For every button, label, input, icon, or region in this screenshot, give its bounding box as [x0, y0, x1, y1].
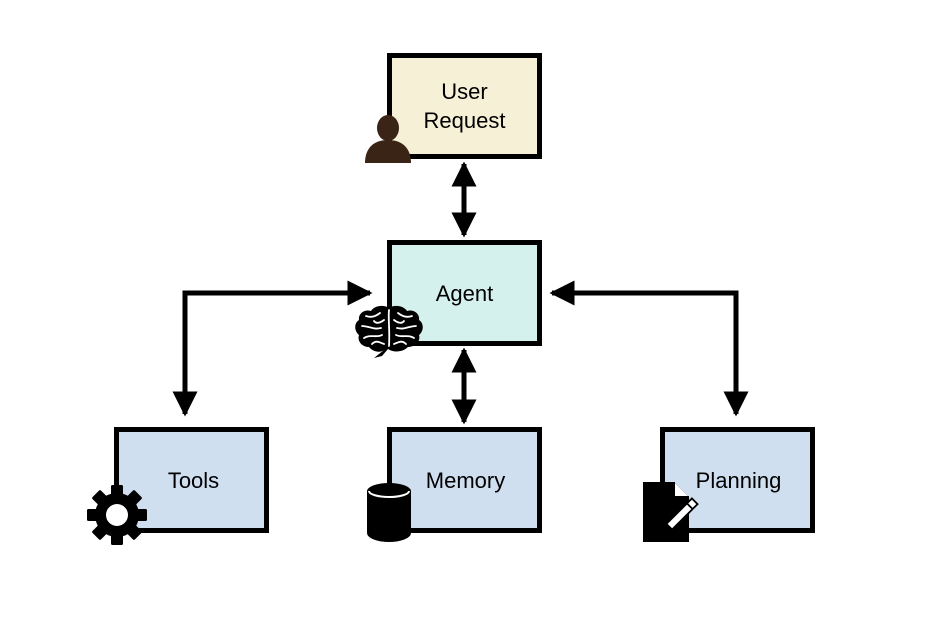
document-pencil-icon — [643, 482, 699, 542]
user-request-box: User Request — [387, 53, 542, 159]
person-icon — [365, 115, 411, 163]
tools-label: Tools — [167, 467, 220, 493]
arrow-agent-tools — [172, 280, 373, 417]
agent-box: Agent — [387, 240, 542, 346]
agent-label: Agent — [435, 280, 494, 306]
memory-box: Memory — [387, 427, 542, 533]
brain-icon — [355, 305, 423, 358]
database-icon — [367, 483, 411, 542]
user-request-label: User Request — [423, 79, 506, 133]
planning-label: Planning — [695, 467, 782, 493]
gear-icon — [87, 485, 147, 545]
arrow-agent-planning — [549, 280, 749, 417]
tools-box: Tools — [114, 427, 269, 533]
memory-label: Memory — [425, 467, 506, 493]
